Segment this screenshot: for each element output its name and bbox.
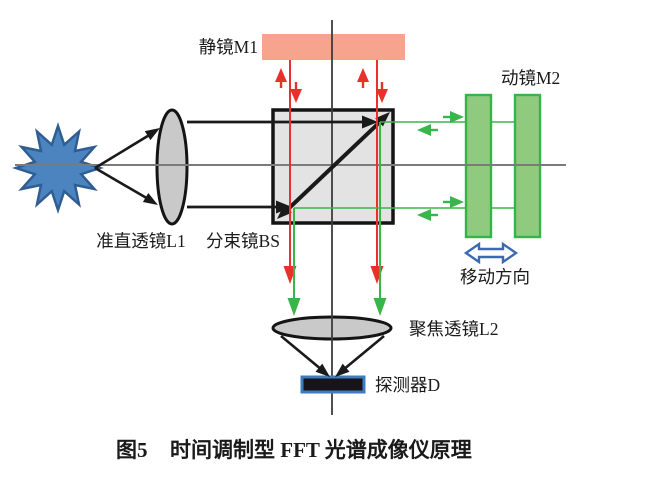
beam-splitter-label: 分束镜BS <box>206 231 280 251</box>
green-beam-left-arrowhead-icon <box>287 298 301 316</box>
source-ray-lower-arrowhead-icon <box>142 193 158 205</box>
green-right-arrow-top-icon <box>450 111 464 123</box>
source-ray-upper <box>94 132 152 170</box>
red-down-arrow-left-icon <box>290 89 302 103</box>
detector-d <box>300 375 366 394</box>
source-ray-upper-arrowhead-icon <box>144 128 160 141</box>
detector-label: 探测器D <box>375 375 440 395</box>
figure-caption-title: 时间调制型 FFT 光谱成像仪原理 <box>170 438 472 462</box>
diagonal-lower-arrowhead-icon <box>277 204 292 219</box>
moving-mirror-label: 动镜M2 <box>501 68 560 88</box>
red-up-arrow-right-icon <box>357 68 369 82</box>
focusing-lens-label: 聚焦透镜L2 <box>409 319 498 339</box>
light-source-starburst-icon <box>12 122 104 214</box>
figure-caption-number: 图5 <box>116 438 148 462</box>
move-direction-double-arrow-icon <box>463 241 519 265</box>
collimated-beam-top-arrowhead-icon <box>362 115 378 129</box>
diagonal-upper-arrowhead-icon <box>375 112 390 127</box>
green-right-arrow-bottom-icon <box>450 196 464 208</box>
red-beam-right-arrowhead-icon <box>370 266 384 284</box>
move-direction-label: 移动方向 <box>460 267 530 287</box>
green-left-arrow-bottom-icon <box>417 209 431 221</box>
focus-ray-left-arrowhead-icon <box>315 363 330 377</box>
red-up-arrow-left-icon <box>275 68 287 82</box>
source-ray-lower <box>94 166 151 202</box>
static-mirror-label: 静镜M1 <box>199 37 258 57</box>
green-beam-paths <box>287 111 515 316</box>
collimating-lens-label: 准直透镜L1 <box>96 231 185 251</box>
red-beam-paths <box>275 60 388 284</box>
static-mirror-m1 <box>262 34 405 60</box>
collimating-lens-l1 <box>155 108 189 226</box>
green-beam-right-arrowhead-icon <box>373 298 387 316</box>
focus-ray-right <box>342 334 385 372</box>
red-down-arrow-right-icon <box>376 89 388 103</box>
beam-splitter-diagonal <box>283 118 384 214</box>
focus-ray-right-arrowhead-icon <box>335 363 350 377</box>
green-left-arrow-top-icon <box>417 124 431 136</box>
black-beam-rays <box>94 112 390 377</box>
focus-ray-left <box>280 334 323 372</box>
